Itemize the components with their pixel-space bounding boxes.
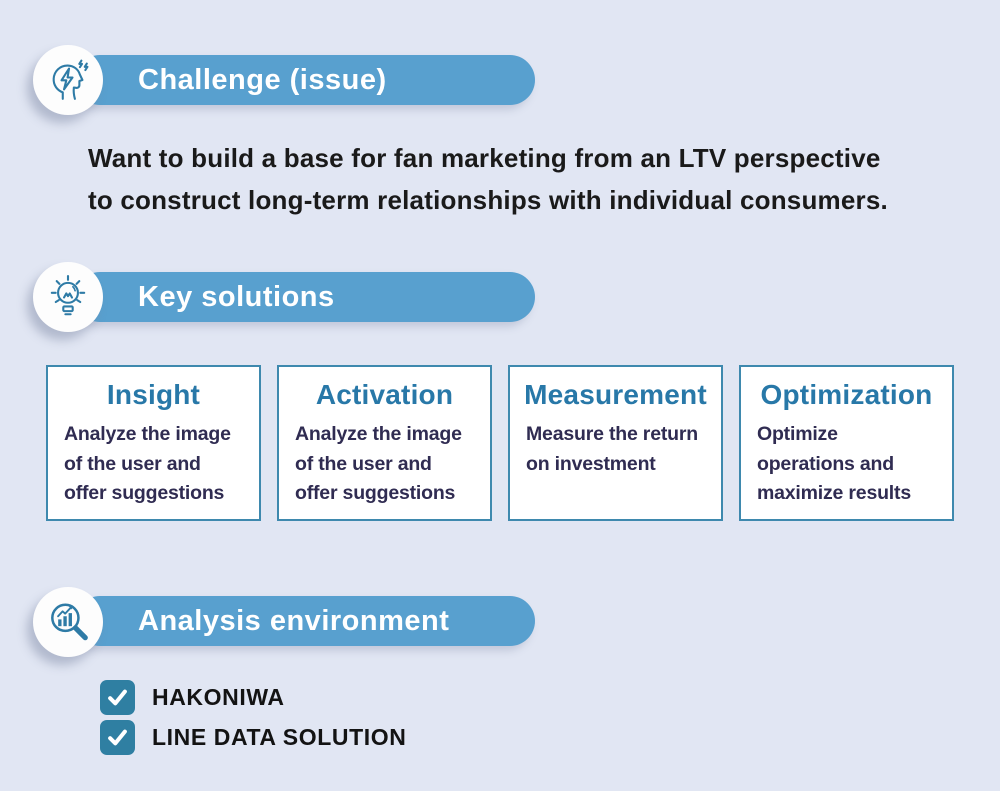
challenge-description-line1: Want to build a base for fan marketing f…: [88, 143, 881, 173]
magnifier-chart-icon: [45, 599, 91, 645]
challenge-description: Want to build a base for fan marketing f…: [88, 137, 888, 221]
checked-checkbox[interactable]: [100, 720, 135, 755]
card-title: Insight: [106, 379, 201, 410]
checkmark-icon: [108, 729, 127, 746]
check-item-hakoniwa: HAKONIWA: [100, 680, 406, 715]
card-insight: Insight Analyze the image of the user an…: [46, 365, 261, 521]
solutions-title: Key solutions: [138, 281, 335, 313]
analysis-icon-circle: [33, 587, 103, 657]
solution-cards-row: Insight Analyze the image of the user an…: [46, 365, 954, 521]
check-item-line-data-solution: LINE DATA SOLUTION: [100, 720, 406, 755]
analysis-banner: Analysis environment: [75, 596, 535, 646]
card-body: Measure the return on investment: [526, 423, 698, 475]
lightbulb-icon: [45, 274, 91, 320]
analysis-title: Analysis environment: [138, 605, 450, 637]
card-title: Measurement: [524, 379, 707, 410]
card-activation: Activation Analyze the image of the user…: [277, 365, 492, 521]
challenge-icon-circle: [33, 45, 103, 115]
card-title: Optimization: [760, 379, 933, 410]
bottom-edge-strip: [0, 791, 1000, 795]
card-title: Activation: [315, 379, 454, 410]
challenge-title: Challenge (issue): [138, 64, 387, 96]
analysis-checklist: HAKONIWA LINE DATA SOLUTION: [100, 680, 406, 760]
checked-checkbox[interactable]: [100, 680, 135, 715]
card-body: Analyze the image of the user and offer …: [64, 423, 231, 504]
card-optimization: Optimization Optimize operations and max…: [739, 365, 954, 521]
solutions-banner: Key solutions: [75, 272, 535, 322]
checkmark-icon: [108, 689, 127, 706]
check-label: HAKONIWA: [152, 684, 285, 710]
card-measurement: Measurement Measure the return on invest…: [508, 365, 723, 521]
solutions-icon-circle: [33, 262, 103, 332]
challenge-banner: Challenge (issue): [75, 55, 535, 105]
head-lightning-icon: [45, 57, 91, 103]
card-body: Optimize operations and maximize results: [757, 423, 911, 504]
check-label: LINE DATA SOLUTION: [152, 724, 407, 750]
challenge-description-line2: to construct long-term relationships wit…: [88, 185, 888, 215]
card-body: Analyze the image of the user and offer …: [295, 423, 462, 504]
